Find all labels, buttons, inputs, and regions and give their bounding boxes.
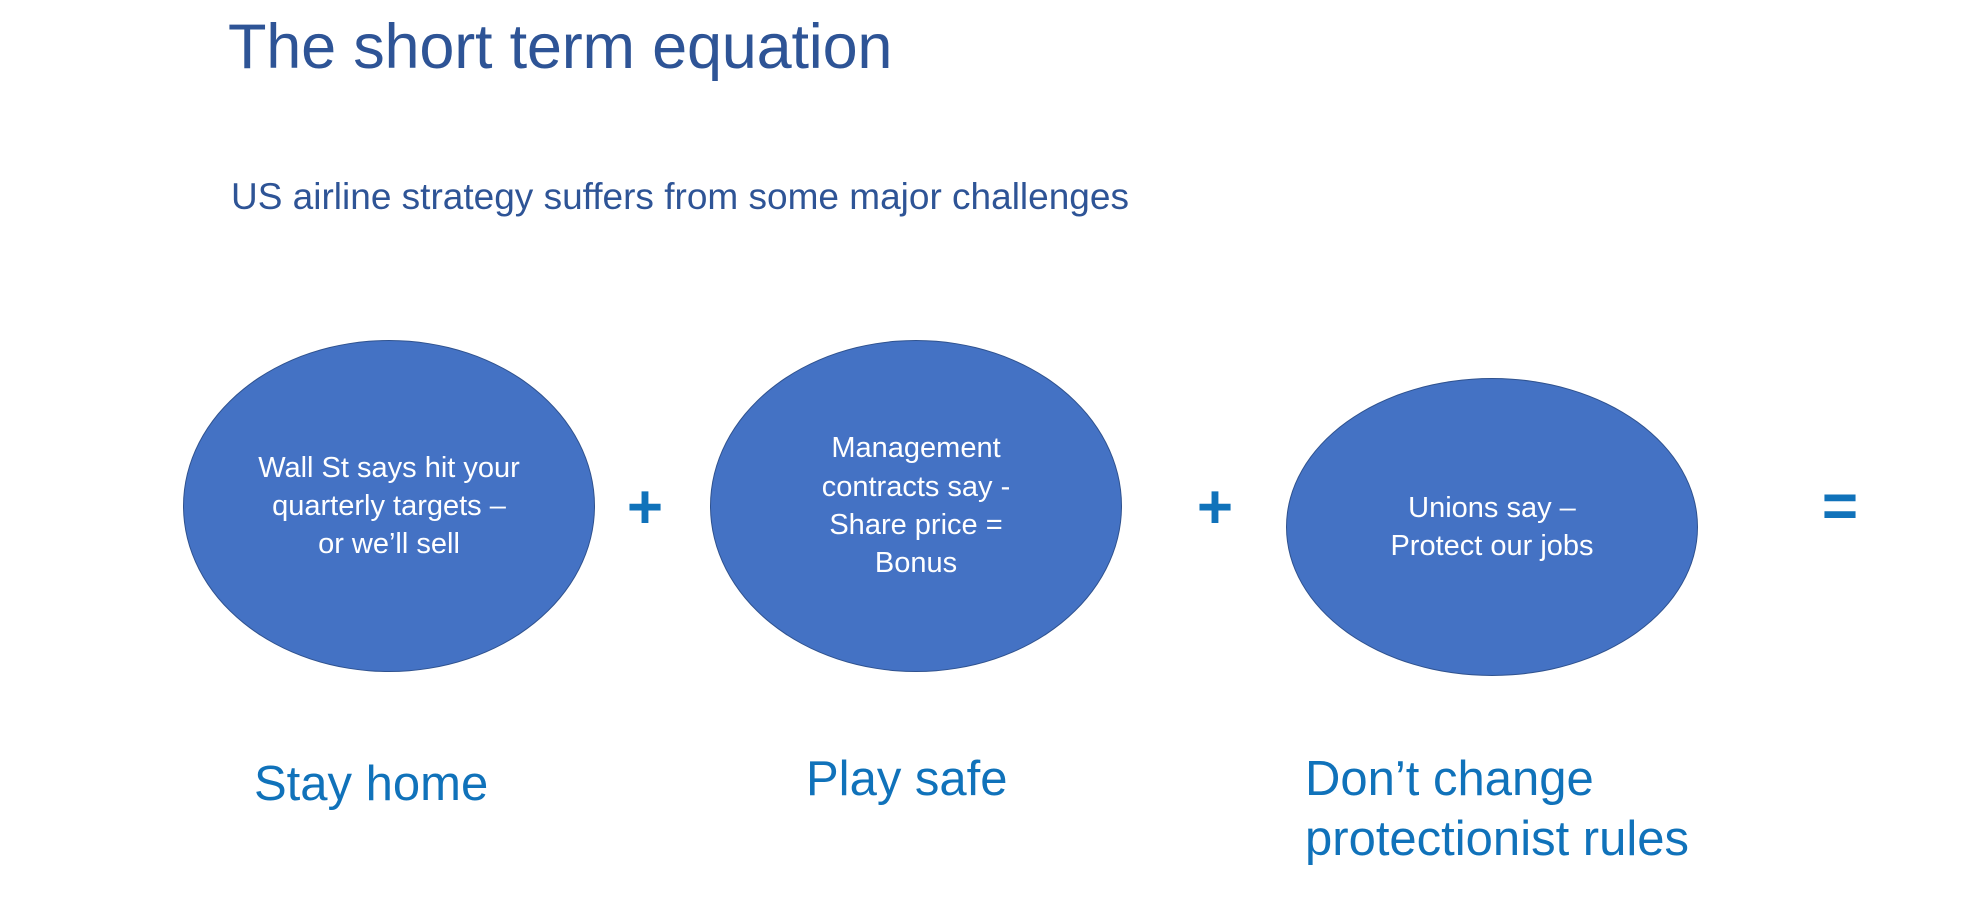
- outcome-line: Stay home: [254, 757, 489, 811]
- ellipse-unions[interactable]: Unions say – Protect our jobs: [1286, 378, 1698, 676]
- ellipse-management-text: Management contracts say - Share price =…: [822, 429, 1011, 582]
- ellipse-wall-street[interactable]: Wall St says hit your quarterly targets …: [183, 340, 595, 672]
- ellipse-line: or we’ll sell: [318, 528, 460, 561]
- outcome-label-play-safe: Play safe: [806, 750, 1008, 810]
- ellipse-line: contracts say -: [821, 470, 1011, 503]
- ellipse-line: Unions say –: [1408, 491, 1576, 524]
- page-title: The short term equation: [228, 12, 893, 82]
- ellipse-line: Wall St says hit your: [258, 451, 520, 484]
- ellipse-line: Protect our jobs: [1390, 530, 1594, 562]
- equals-operator-icon: =: [1821, 472, 1859, 541]
- ellipse-line: quarterly targets –: [272, 489, 506, 522]
- ellipse-wall-street-text: Wall St says hit your quarterly targets …: [258, 449, 520, 564]
- outcome-line: Don’t change: [1305, 752, 1594, 806]
- plus-operator-icon: +: [626, 473, 664, 542]
- ellipse-line: Management: [831, 432, 1001, 465]
- outcome-line: Play safe: [806, 752, 1008, 806]
- ellipse-line: Share price =: [829, 509, 1003, 541]
- ellipse-line: Bonus: [874, 547, 958, 580]
- outcome-label-protectionist-rules: Don’t change protectionist rules: [1305, 750, 1785, 870]
- page-subtitle: US airline strategy suffers from some ma…: [231, 176, 1129, 217]
- ellipse-unions-text: Unions say – Protect our jobs: [1390, 489, 1593, 566]
- ellipse-management[interactable]: Management contracts say - Share price =…: [710, 340, 1122, 672]
- outcome-line: protectionist rules: [1305, 811, 1690, 866]
- outcome-label-stay-home: Stay home: [254, 755, 488, 815]
- plus-operator-icon: +: [1196, 473, 1234, 542]
